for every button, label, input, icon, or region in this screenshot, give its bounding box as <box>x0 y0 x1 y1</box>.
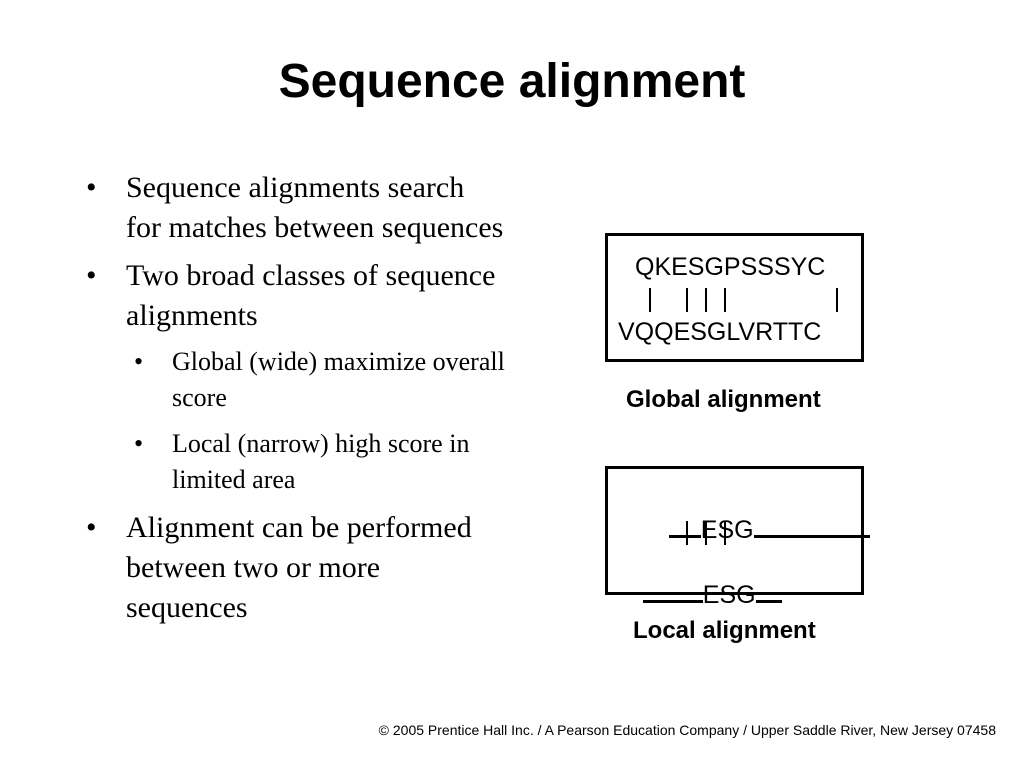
local-alignment-box: ESG ESG <box>605 466 870 609</box>
sub-bullet-text: Local (narrow) high score in limited are… <box>172 429 470 494</box>
sub-bullet-item: • Local (narrow) high score in limited a… <box>86 426 506 498</box>
sub-bullet-item: • Global (wide) maximize overall score <box>86 344 506 416</box>
copyright-footer: © 2005 Prentice Hall Inc. / A Pearson Ed… <box>378 722 996 738</box>
global-bottom-sequence: VQQESGLVRTTC <box>618 318 822 346</box>
local-match-bars <box>686 521 726 545</box>
bullet-icon: • <box>134 429 144 458</box>
local-top-fragment: ESG <box>700 516 754 544</box>
bullet-text: Alignment can be performed between two o… <box>126 511 472 624</box>
gap-line <box>753 515 870 538</box>
global-top-sequence: QKESGPSSSYC <box>635 253 826 281</box>
gap-line <box>642 580 703 603</box>
bullet-icon: • <box>134 347 144 376</box>
local-bottom-row: ESG <box>615 552 782 637</box>
global-match-bars <box>649 288 838 312</box>
bullet-icon: • <box>86 259 97 292</box>
bullet-item: • Sequence alignments search for matches… <box>86 168 506 248</box>
bullet-list: • Sequence alignments search for matches… <box>86 168 506 636</box>
slide-title: Sequence alignment <box>278 55 746 108</box>
sub-bullet-text: Global (wide) maximize overall score <box>172 347 505 412</box>
global-alignment-caption: Global alignment <box>626 386 821 413</box>
local-bottom-fragment: ESG <box>702 581 756 609</box>
bullet-text: Sequence alignments search for matches b… <box>126 171 504 244</box>
global-alignment-box: QKESGPSSSYC VQQESGLVRTTC <box>605 233 864 362</box>
bullet-item: • Alignment can be performed between two… <box>86 508 506 628</box>
local-alignment-caption: Local alignment <box>633 617 816 644</box>
local-top-row: ESG <box>641 487 870 572</box>
gap-line <box>755 580 782 603</box>
gap-line <box>668 515 701 538</box>
bullet-text: Two broad classes of sequence alignments <box>126 259 496 332</box>
bullet-item: • Two broad classes of sequence alignmen… <box>86 256 506 336</box>
bullet-icon: • <box>86 171 97 204</box>
bullet-icon: • <box>86 511 97 544</box>
